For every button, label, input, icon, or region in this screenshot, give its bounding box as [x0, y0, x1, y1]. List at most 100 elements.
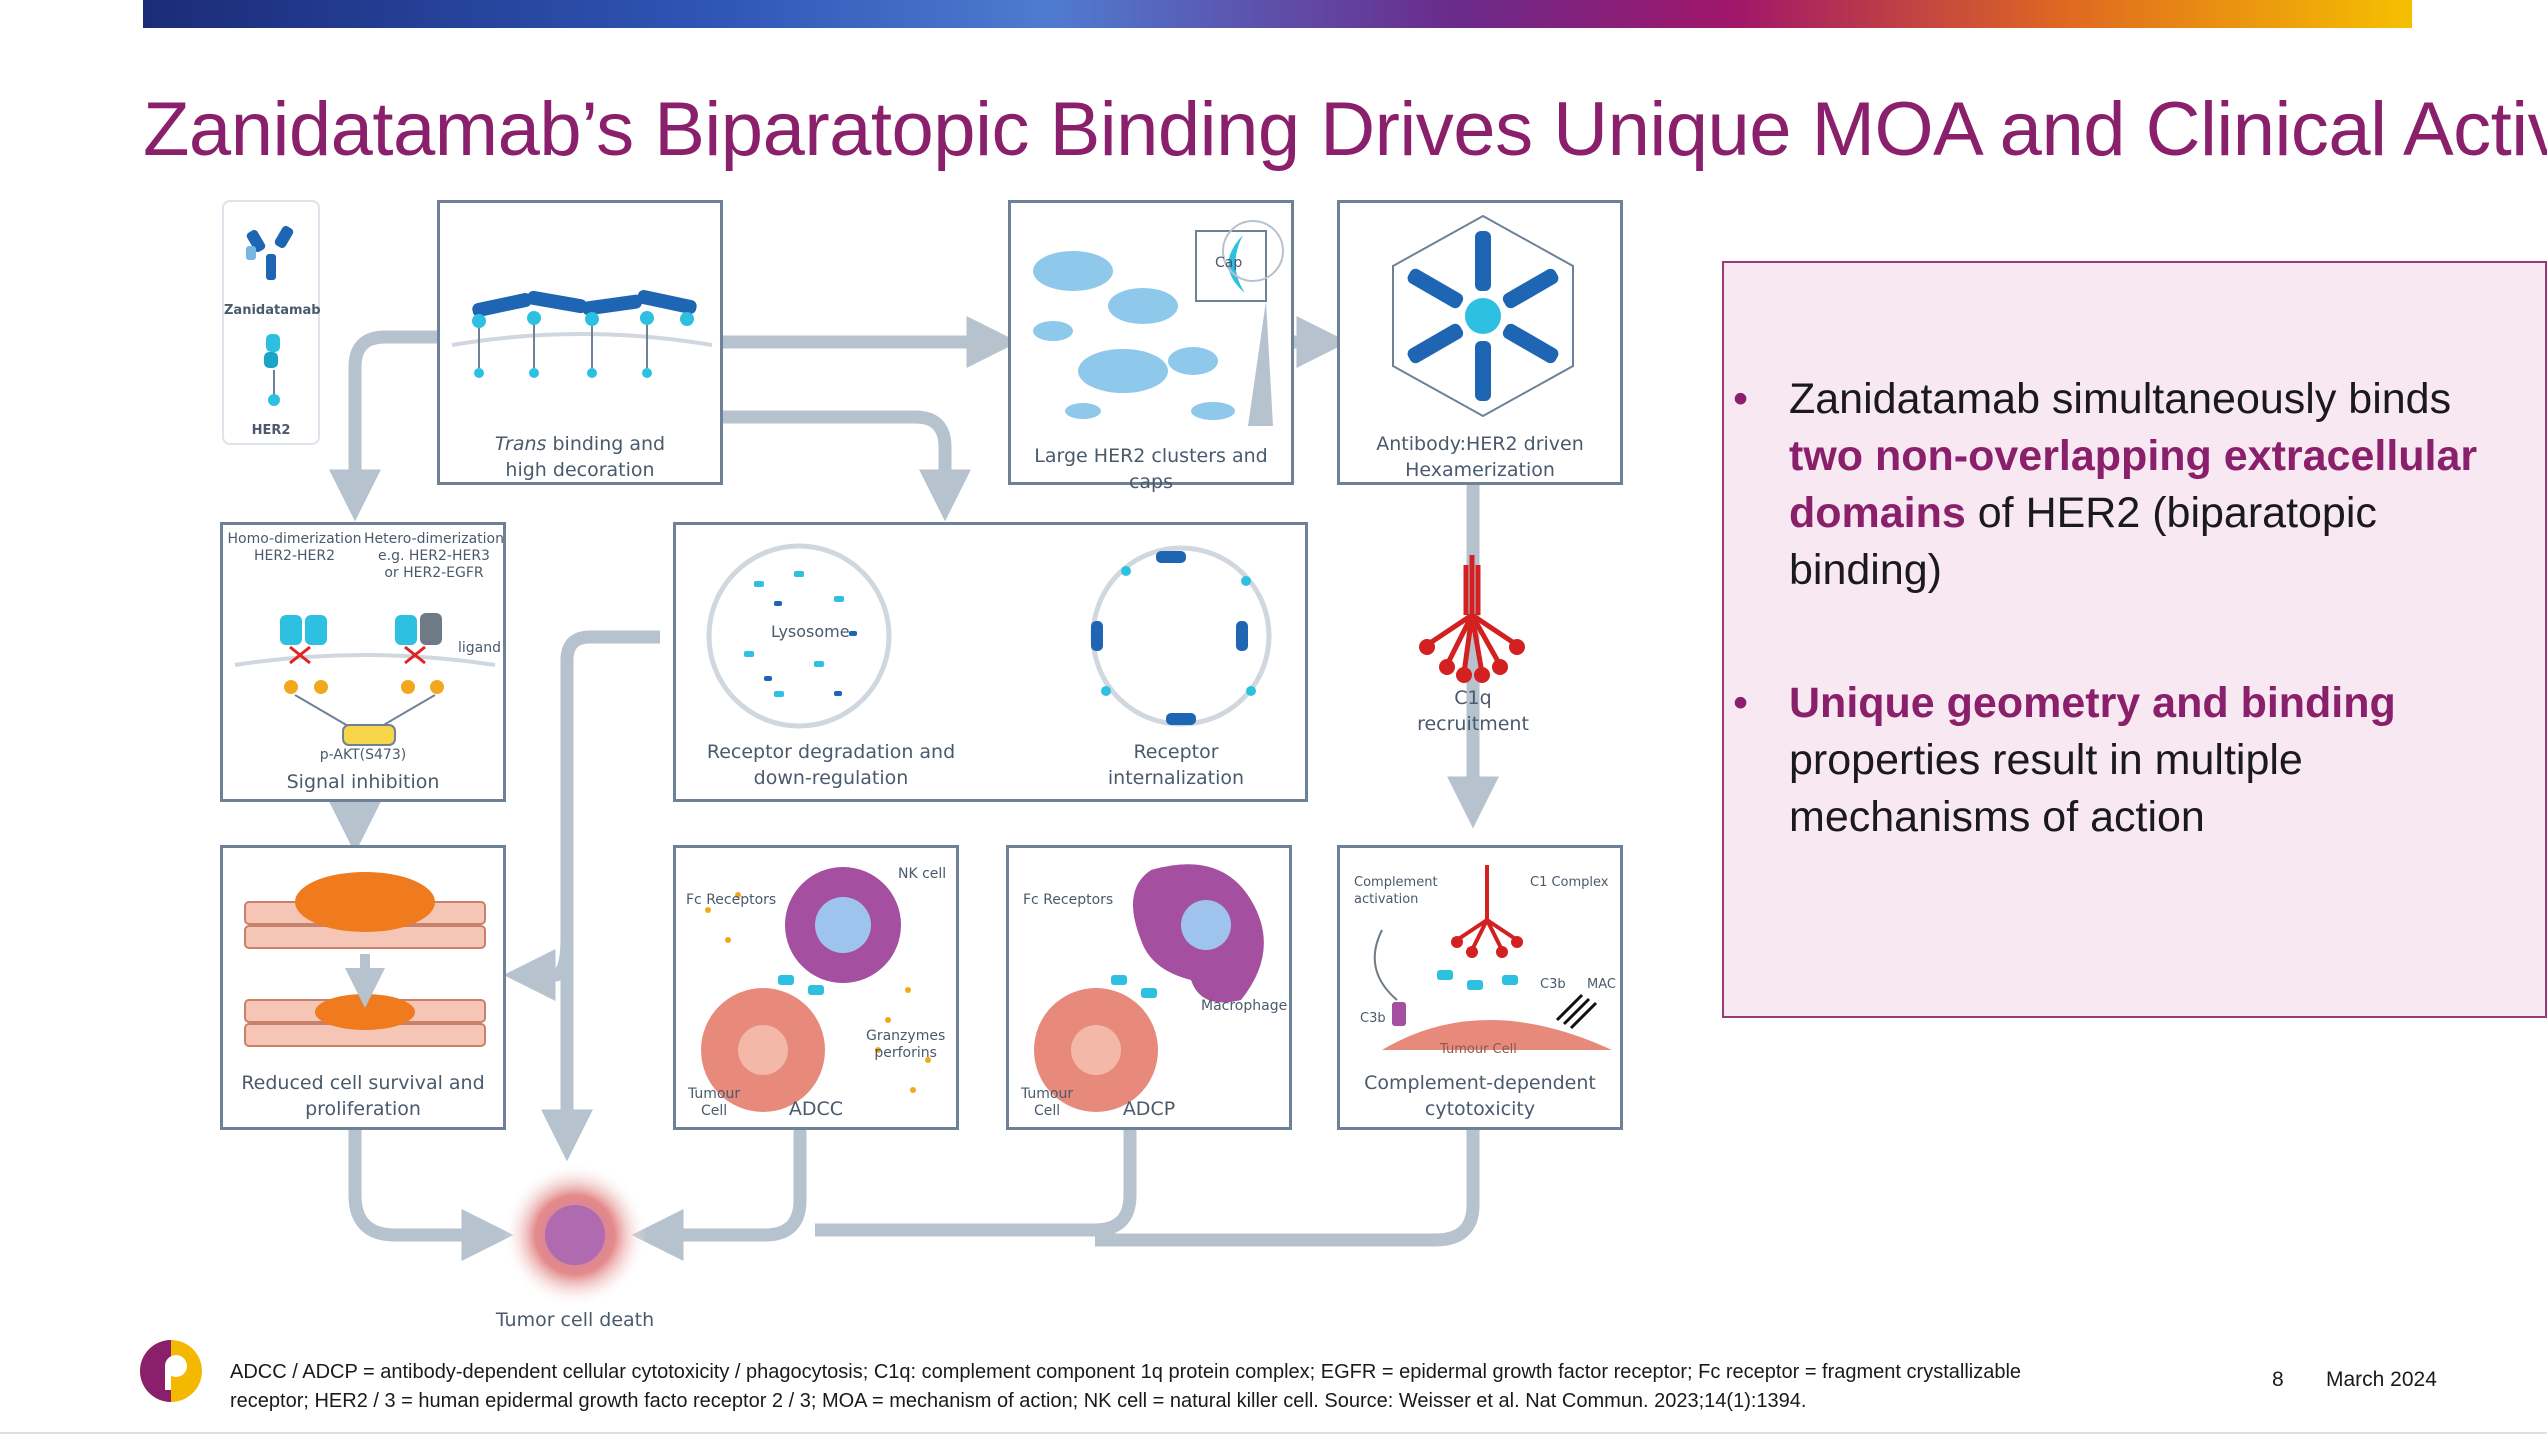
homo-line2: HER2-HER2	[253, 548, 336, 564]
company-logo-icon	[140, 1340, 202, 1402]
hexamer-line1: Antibody:HER2 driven	[1376, 433, 1584, 455]
internalization-caption: Receptor internalization	[1066, 739, 1286, 791]
cdc-c1-complex-label: C1 Complex	[1530, 875, 1609, 890]
hetero-line2: e.g. HER2-HER3	[378, 548, 490, 564]
cdc-c3b-right-label: C3b	[1540, 977, 1566, 992]
pakt-label: p-AKT(S473)	[319, 747, 407, 763]
panel-adcp: Fc Receptors Macrophage Tumour Cell ADCP	[1006, 845, 1292, 1130]
adcc-nk-label: NK cell	[898, 866, 947, 882]
slide-date: March 2024	[2326, 1368, 2437, 1391]
slide-title: Zanidatamab’s Biparatopic Binding Drives…	[143, 87, 2547, 172]
survival-line2: proliferation	[305, 1098, 421, 1120]
c1q-line1: C1q	[1454, 687, 1492, 709]
adcp-fc-label: Fc Receptors	[1023, 892, 1114, 908]
bullet-1-marker: •	[1733, 375, 1749, 423]
survival-illustration	[244, 872, 486, 1047]
moa-diagram: Zanidatamab HER2	[215, 195, 1635, 1345]
clusters-caption: Large HER2 clusters and caps	[1034, 445, 1268, 493]
lysosome-label: Lysosome	[771, 622, 850, 641]
homo-dimer-label: Homo-dimerization HER2-HER2	[227, 531, 362, 565]
adcc-illustration	[701, 867, 931, 1112]
cdc-line2: cytotoxicity	[1424, 1098, 1536, 1120]
c1q-icon	[1419, 555, 1525, 683]
survival-caption: Reduced cell survival and proliferation	[223, 1070, 503, 1122]
trans-italic: Trans	[494, 433, 547, 455]
hexamer-caption: Antibody:HER2 driven Hexamerization	[1340, 431, 1620, 483]
panel-trans-binding: Trans binding and high decoration	[437, 200, 723, 485]
bullet-1-highlight: two non-overlapping extracellular domain…	[1789, 432, 2478, 537]
tumor-death-caption: Tumor cell death	[495, 1309, 655, 1331]
bullet-1-post: of HER2 (biparatopic binding)	[1789, 489, 2377, 594]
hetero-line3: or HER2-EGFR	[384, 565, 484, 581]
trans-line2: high decoration	[505, 459, 655, 481]
hexamer-line2: Hexamerization	[1405, 459, 1555, 481]
cdc-line1: Complement-dependent	[1364, 1072, 1596, 1094]
adcc-tumour2: Cell	[700, 1103, 728, 1119]
trans-binding-caption: Trans binding and high decoration	[440, 431, 720, 483]
panel-receptor-degradation: Lysosome Receptor degradation and down-r…	[673, 522, 1308, 802]
page-number: 8	[2272, 1368, 2284, 1391]
cdc-illustration	[1373, 865, 1612, 1050]
signal-illustration	[234, 613, 496, 746]
signal-caption: Signal inhibition	[286, 771, 440, 793]
internalization-illustration	[1090, 545, 1272, 727]
bullet-1: • Zanidatamab simultaneously binds two n…	[1733, 371, 2489, 599]
adcp-tumour2: Cell	[1033, 1103, 1061, 1119]
adcp-tumour1: Tumour	[1021, 1086, 1074, 1102]
lysosome-illustration	[706, 543, 892, 729]
trans-binding-illustration	[451, 290, 713, 378]
survival-line1: Reduced cell survival and	[241, 1072, 485, 1094]
bullet-2-highlight: Unique geometry and binding	[1789, 679, 2396, 727]
panel-reduced-survival: Reduced cell survival and proliferation	[220, 845, 506, 1130]
adcc-granzymes-label: Granzymes perforins	[866, 1028, 945, 1062]
key-points-callout: • Zanidatamab simultaneously binds two n…	[1722, 261, 2547, 1018]
panel-her2-clusters: Cap Large HER2 clusters and caps	[1008, 200, 1294, 493]
adcp-macrophage-label: Macrophage	[1201, 998, 1288, 1014]
panel-cdc: Complement activation C1 Complex C3b MAC…	[1337, 845, 1623, 1130]
her2-icon	[264, 334, 280, 406]
cdc-c3b-left-label: C3b	[1360, 1011, 1386, 1026]
legend-antibody-label: Zanidatamab	[224, 303, 321, 318]
adcc-label: ADCC	[788, 1098, 844, 1120]
degradation-line1: Receptor degradation and	[706, 741, 956, 763]
hexamer-illustration	[1392, 214, 1574, 418]
bullet-2: • Unique geometry and binding properties…	[1733, 675, 2489, 846]
cdc-caption: Complement-dependent cytotoxicity	[1340, 1070, 1620, 1122]
cdc-comp2: activation	[1354, 892, 1419, 907]
bullet-1-pre: Zanidatamab simultaneously binds	[1789, 375, 2452, 423]
cdc-tumour-label: Tumour Cell	[1440, 1042, 1517, 1057]
bullet-2-post: properties result in multiple mechanisms…	[1789, 736, 2303, 841]
hetero-dimer-label: Hetero-dimerization e.g. HER2-HER3 or HE…	[363, 531, 505, 582]
ligand-label: ligand	[458, 640, 502, 656]
adcc-gran1: Granzymes	[866, 1028, 946, 1044]
clusters-illustration	[1033, 220, 1284, 426]
trans-line1-rest: binding and	[546, 433, 666, 455]
footnote-text: ADCC / ADCP = antibody-dependent cellula…	[230, 1361, 2022, 1412]
c1q-caption: C1q recruitment	[1408, 685, 1538, 737]
panel-adcc: Fc Receptors NK cell Granzymes perforins…	[673, 845, 959, 1130]
tumor-death-illustration	[503, 1163, 647, 1307]
cdc-mac-label: MAC	[1587, 977, 1616, 992]
adcc-tumour1: Tumour	[688, 1086, 741, 1102]
homo-line1: Homo-dimerization	[227, 531, 362, 547]
adcp-tumour-label: Tumour Cell	[1021, 1086, 1073, 1120]
adcc-gran2: perforins	[874, 1045, 937, 1061]
bottom-divider	[0, 1432, 2547, 1434]
top-gradient-bar	[143, 0, 2412, 28]
adcp-illustration	[1034, 864, 1264, 1112]
adcc-fc-label: Fc Receptors	[686, 892, 777, 908]
c1q-line2: recruitment	[1417, 713, 1529, 735]
panel-signal-inhibition: Homo-dimerization HER2-HER2 Hetero-dimer…	[220, 522, 506, 802]
adcc-tumour-label: Tumour Cell	[688, 1086, 740, 1120]
internalization-line2: internalization	[1107, 767, 1245, 789]
hetero-line1: Hetero-dimerization	[364, 531, 504, 547]
degradation-caption: Receptor degradation and down-regulation	[676, 739, 986, 791]
cdc-comp1: Complement	[1354, 875, 1438, 890]
legend-her2-label: HER2	[251, 423, 291, 438]
bullet-2-marker: •	[1733, 679, 1749, 727]
cdc-complement-label: Complement activation	[1354, 874, 1438, 908]
panel-hexamerization: Antibody:HER2 driven Hexamerization	[1337, 200, 1623, 485]
adcp-label: ADCP	[1122, 1098, 1176, 1120]
internalization-line1: Receptor	[1133, 741, 1219, 763]
degradation-line2: down-regulation	[753, 767, 909, 789]
